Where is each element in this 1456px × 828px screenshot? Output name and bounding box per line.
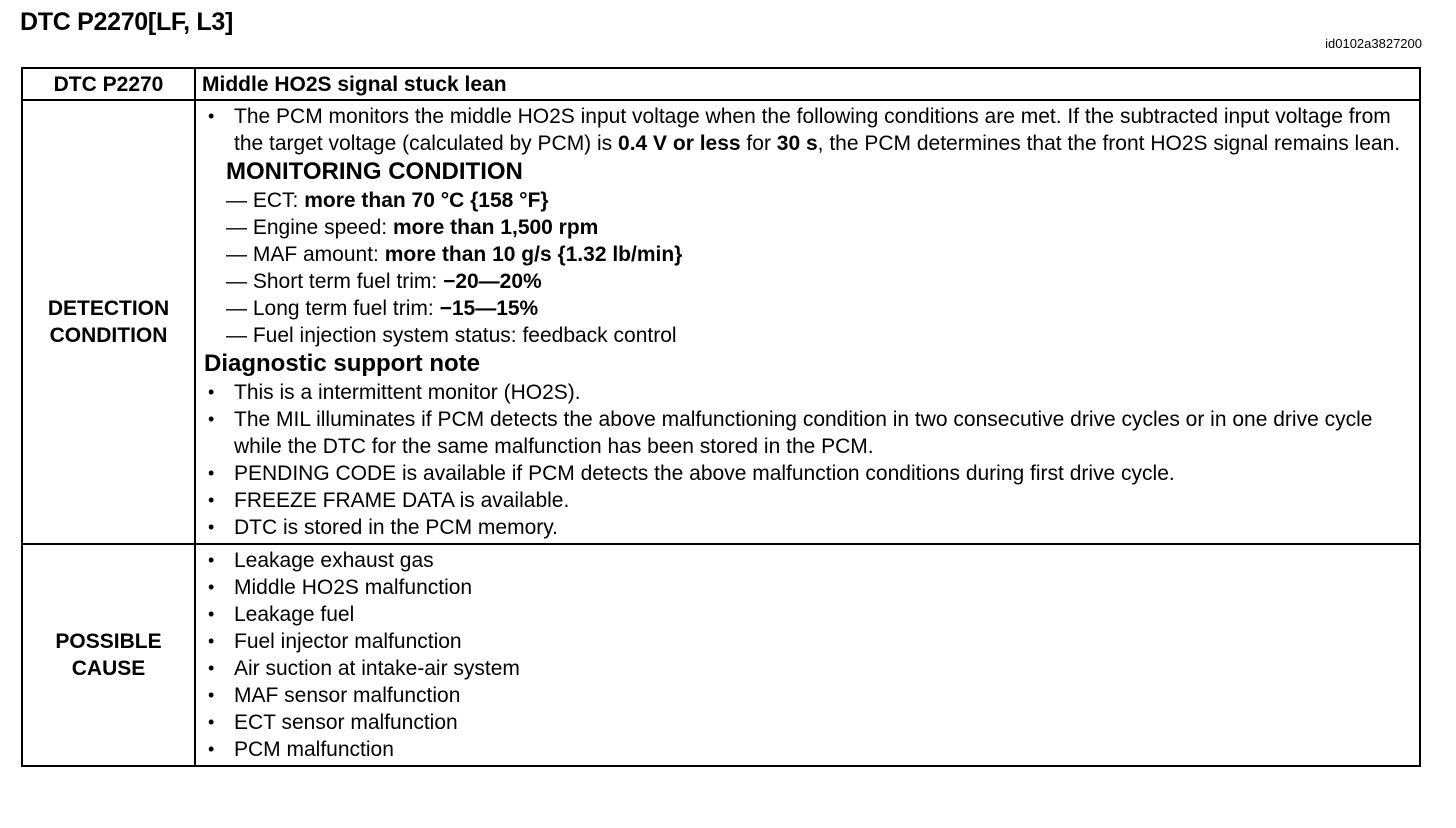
list-item: Fuel injector malfunction <box>204 628 1411 655</box>
detection-condition-content: The PCM monitors the middle HO2S input v… <box>194 99 1421 545</box>
document-id: id0102a3827200 <box>1325 36 1422 51</box>
list-item: DTC is stored in the PCM memory. <box>204 514 1411 541</box>
dtc-table: DTC P2270 Middle HO2S signal stuck lean … <box>21 67 1421 767</box>
list-item: The PCM monitors the middle HO2S input v… <box>204 103 1411 157</box>
table-row-possible-cause: POSSIBLE CAUSE Leakage exhaust gas Middl… <box>21 543 1421 767</box>
list-item: Leakage exhaust gas <box>204 547 1411 574</box>
dtc-code-cell: DTC P2270 <box>21 67 196 101</box>
diagnostic-notes-list: This is a intermittent monitor (HO2S). T… <box>204 379 1411 541</box>
possible-cause-content: Leakage exhaust gas Middle HO2S malfunct… <box>194 543 1421 767</box>
intro-duration: 30 s <box>776 132 818 155</box>
list-item: MAF amount: more than 10 g/s {1.32 lb/mi… <box>226 241 1411 268</box>
condition-label: Long term fuel trim: <box>252 297 440 320</box>
condition-value: −15—15% <box>439 297 539 320</box>
intro-text-end: , the PCM determines that the front HO2S… <box>817 132 1401 155</box>
page-title: DTC P2270[LF, L3] <box>20 8 234 36</box>
list-item: PCM malfunction <box>204 736 1411 763</box>
list-item: Middle HO2S malfunction <box>204 574 1411 601</box>
list-item: MAF sensor malfunction <box>204 682 1411 709</box>
possible-label-line1: POSSIBLE <box>55 630 162 653</box>
detection-label-line2: CONDITION <box>49 324 168 347</box>
detection-intro-list: The PCM monitors the middle HO2S input v… <box>204 103 1411 157</box>
condition-value: more than 70 °C {158 °F} <box>304 189 549 212</box>
table-row-header: DTC P2270 Middle HO2S signal stuck lean <box>21 67 1421 101</box>
table-row-detection: DETECTION CONDITION The PCM monitors the… <box>21 99 1421 545</box>
monitoring-condition-list: ECT: more than 70 °C {158 °F} Engine spe… <box>204 187 1411 349</box>
list-item: FREEZE FRAME DATA is available. <box>204 487 1411 514</box>
detection-condition-label: DETECTION CONDITION <box>21 99 196 545</box>
list-item: PENDING CODE is available if PCM detects… <box>204 460 1411 487</box>
detection-label-line1: DETECTION <box>47 297 170 320</box>
monitoring-condition-heading: MONITORING CONDITION <box>226 158 523 185</box>
condition-label: MAF amount: <box>252 243 385 266</box>
list-item: Fuel injection system status: feedback c… <box>226 322 1411 349</box>
possible-label-line2: CAUSE <box>71 657 146 680</box>
list-item: Engine speed: more than 1,500 rpm <box>226 214 1411 241</box>
condition-label: Engine speed: <box>252 216 393 239</box>
list-item: Leakage fuel <box>204 601 1411 628</box>
diagnostic-support-note-heading: Diagnostic support note <box>204 350 480 377</box>
condition-label: Short term fuel trim: <box>252 270 444 293</box>
intro-text: The PCM monitors the middle HO2S input v… <box>234 105 1391 155</box>
list-item: Air suction at intake-air system <box>204 655 1411 682</box>
list-item: The MIL illuminates if PCM detects the a… <box>204 406 1411 460</box>
condition-value: −20—20% <box>443 270 542 293</box>
condition-label: ECT: <box>252 189 305 212</box>
condition-value: more than 1,500 rpm <box>392 216 599 239</box>
list-item: ECT sensor malfunction <box>204 709 1411 736</box>
intro-for: for <box>740 132 777 155</box>
possible-cause-label: POSSIBLE CAUSE <box>21 543 196 767</box>
possible-cause-list: Leakage exhaust gas Middle HO2S malfunct… <box>204 547 1411 763</box>
condition-label: Fuel injection system status: feedback c… <box>252 324 677 347</box>
list-item: ECT: more than 70 °C {158 °F} <box>226 187 1411 214</box>
list-item: Short term fuel trim: −20—20% <box>226 268 1411 295</box>
intro-voltage: 0.4 V or less <box>618 132 741 155</box>
list-item: Long term fuel trim: −15—15% <box>226 295 1411 322</box>
dtc-description-cell: Middle HO2S signal stuck lean <box>194 67 1421 101</box>
condition-value: more than 10 g/s {1.32 lb/min} <box>384 243 683 266</box>
list-item: This is a intermittent monitor (HO2S). <box>204 379 1411 406</box>
